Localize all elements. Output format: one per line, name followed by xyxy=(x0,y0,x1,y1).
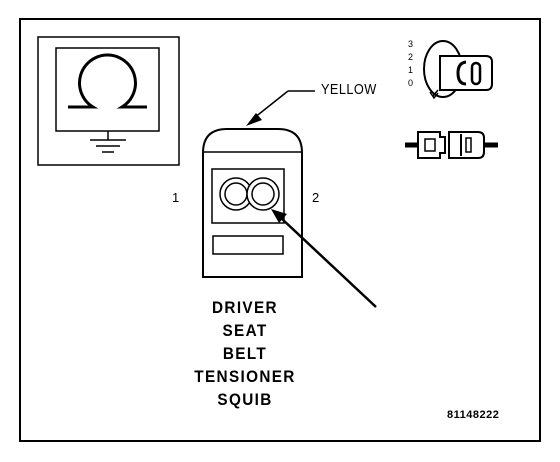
ignition-position-0: 0 xyxy=(408,78,414,88)
ignition-position-1: 1 xyxy=(408,65,414,75)
connector-latch xyxy=(212,235,284,255)
pointer-arrow xyxy=(271,209,377,308)
caption-line-1: DRIVER xyxy=(212,298,278,317)
caption-line-4: TENSIONER xyxy=(194,367,296,386)
yellow-wire-label: YELLOW xyxy=(321,81,377,98)
outer-border xyxy=(19,18,541,442)
caption-line-2: SEAT xyxy=(222,321,268,340)
squib-connector xyxy=(202,128,303,278)
yellow-callout-leader xyxy=(246,90,315,126)
ignition-key-icon xyxy=(423,40,493,100)
pin-1-label: 1 xyxy=(172,190,180,205)
caption-line-5: SQUIB xyxy=(217,390,273,409)
caption-line-3: BELT xyxy=(222,344,268,363)
inline-connector-icon xyxy=(405,131,498,159)
component-caption: DRIVER SEAT BELT TENSIONER SQUIB xyxy=(187,296,304,411)
ignition-position-marks: 3 2 1 0 xyxy=(408,38,413,90)
squib-symbol-icon xyxy=(37,36,180,166)
ignition-position-3: 3 xyxy=(408,39,414,49)
ignition-position-2: 2 xyxy=(408,52,414,62)
figure-id: 81148222 xyxy=(447,409,500,421)
pin-2-label: 2 xyxy=(312,190,320,205)
